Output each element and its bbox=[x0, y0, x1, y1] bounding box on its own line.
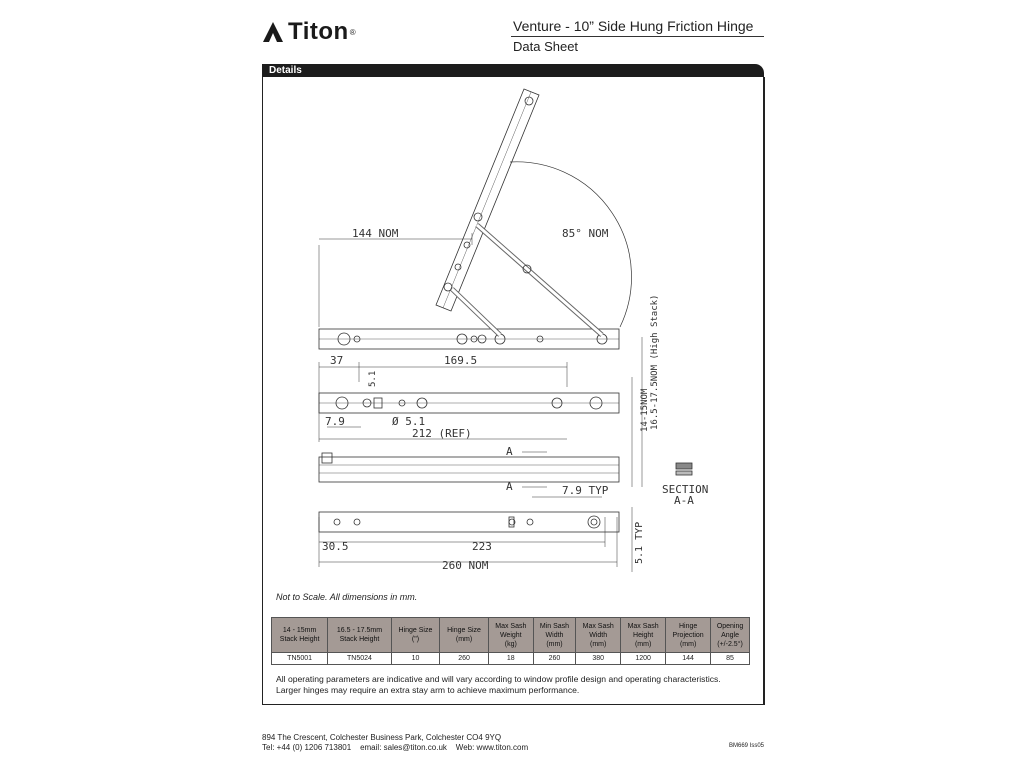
dim-stack-height: 14-15NOM bbox=[640, 388, 650, 432]
table-cell: TN5024 bbox=[327, 652, 392, 665]
hinge-underside-view bbox=[318, 511, 620, 533]
titon-logo-icon bbox=[263, 22, 283, 42]
footer-contact: Tel: +44 (0) 1206 713801 email: sales@ti… bbox=[262, 743, 529, 752]
document-title: Venture - 10” Side Hung Friction Hinge bbox=[513, 18, 754, 34]
col-header-hinge-size-in: Hinge Size(") bbox=[390, 617, 441, 653]
dim-37: 37 bbox=[330, 354, 343, 367]
details-section-bar: Details bbox=[262, 64, 764, 77]
dim-7-9: 7.9 bbox=[325, 415, 345, 428]
table-cell: 1200 bbox=[620, 652, 667, 665]
table-cell: 144 bbox=[665, 652, 712, 665]
ops-line-2: Larger hinges may require an extra stay … bbox=[276, 685, 580, 695]
table-row: TN5001 TN5024 10 260 18 260 380 1200 144… bbox=[270, 652, 750, 665]
ops-line-1: All operating parameters are indicative … bbox=[276, 674, 721, 684]
hinge-side-profile bbox=[318, 456, 620, 483]
section-marker-a-top: A bbox=[506, 445, 513, 458]
dim-169-5: 169.5 bbox=[444, 354, 477, 367]
hinge-technical-drawing: 144 NOM 85° NOM 37 169.5 5.1 7.9 Ø 5.1 2… bbox=[318, 88, 708, 572]
section-label-a-a: A-A bbox=[674, 494, 694, 507]
dim-212-ref: 212 (REF) bbox=[412, 427, 472, 440]
table-cell: 260 bbox=[532, 652, 577, 665]
document-subtitle: Data Sheet bbox=[513, 39, 579, 54]
dim-diameter-5-1: Ø 5.1 bbox=[392, 415, 425, 428]
section-marker-a-bottom: A bbox=[506, 480, 513, 493]
table-cell: 260 bbox=[439, 652, 489, 665]
operating-parameters-note: All operating parameters are indicative … bbox=[276, 674, 756, 696]
details-section-label: Details bbox=[269, 65, 302, 76]
dim-85-nom: 85° NOM bbox=[562, 227, 609, 240]
table-cell: 380 bbox=[575, 652, 622, 665]
footer-address-block: 894 The Crescent, Colchester Business Pa… bbox=[262, 733, 528, 753]
footer-address: 894 The Crescent, Colchester Business Pa… bbox=[262, 733, 502, 742]
col-header-hinge-size-mm: Hinge Size(mm) bbox=[439, 617, 489, 653]
table-cell: 85 bbox=[710, 652, 750, 665]
dim-260-nom: 260 NOM bbox=[442, 559, 489, 572]
dim-5-1-top: 5.1 bbox=[368, 371, 378, 387]
brand-registered-mark: ® bbox=[349, 27, 356, 37]
dim-7-9-typ: 7.9 TYP bbox=[562, 484, 609, 497]
hinge-sash-arm bbox=[435, 88, 540, 312]
dim-223: 223 bbox=[472, 540, 492, 553]
dim-30-5: 30.5 bbox=[322, 540, 349, 553]
table-cell: TN5001 bbox=[270, 652, 329, 665]
header-divider bbox=[511, 36, 764, 37]
brand-name: Titon bbox=[288, 18, 349, 45]
titon-logo: Titon ® bbox=[262, 18, 356, 46]
dim-high-stack: 16.5-17.5NOM (High Stack) bbox=[650, 295, 660, 430]
document-code: BM669 Iss05 bbox=[729, 743, 765, 749]
dim-144-nom: 144 NOM bbox=[352, 227, 399, 240]
table-cell: 10 bbox=[390, 652, 441, 665]
scale-note: Not to Scale. All dimensions in mm. bbox=[276, 592, 418, 602]
table-cell: 18 bbox=[487, 652, 534, 665]
details-frame bbox=[262, 77, 765, 705]
section-label: SECTION bbox=[662, 483, 708, 496]
dim-5-1-typ: 5.1 TYP bbox=[634, 522, 645, 564]
